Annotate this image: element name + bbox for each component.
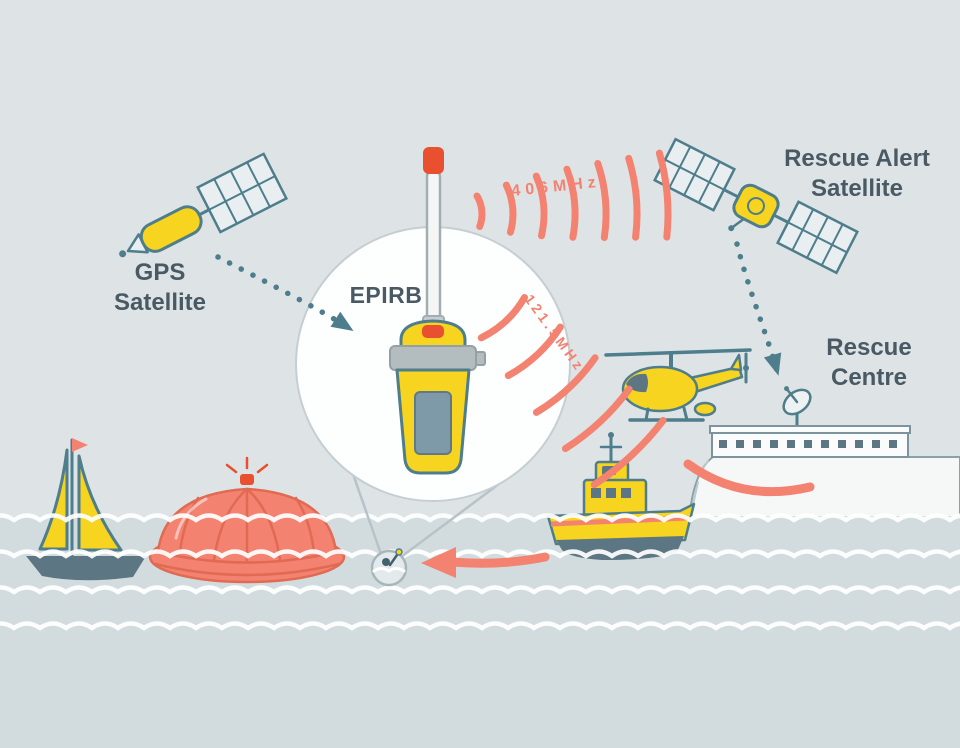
cabin-window	[621, 488, 631, 498]
gps-signal-arrow	[215, 254, 355, 333]
rescue-alert-satellite-label: Rescue Alert Satellite	[784, 145, 930, 202]
satellite-dish-icon	[782, 386, 812, 416]
sea-wave-line	[0, 621, 960, 631]
gps-satellite-icon	[119, 152, 289, 258]
rescue-centre-label-line1: Rescue	[826, 334, 911, 361]
mainsail	[38, 448, 69, 551]
radio-wave-arc	[532, 354, 599, 416]
panel-strut	[772, 213, 789, 224]
panel-strut	[722, 188, 739, 198]
cabin-window	[606, 488, 616, 498]
device-collar	[389, 345, 477, 371]
raft-tube-seam	[153, 562, 341, 577]
radio-wave-arc	[473, 192, 486, 230]
callout-pointer	[351, 473, 512, 559]
handheld-epirb	[395, 548, 403, 556]
solar-panel	[775, 200, 860, 275]
radio-wave-arc	[655, 149, 672, 241]
radio-wave-arc	[594, 160, 610, 241]
body-ring	[747, 197, 765, 215]
radio-waves-406	[473, 149, 672, 241]
radio-wave-arc	[563, 165, 579, 241]
rescue-alert-satellite-icon	[652, 137, 860, 275]
helicopter-icon	[604, 348, 752, 422]
rescue-arrow-shaft	[447, 552, 550, 568]
rescue-arrow-head	[421, 547, 456, 578]
sailboat-icon	[26, 438, 146, 581]
person-in-water-icon	[370, 548, 408, 587]
gps-label-line2: Satellite	[114, 289, 206, 316]
cabin-window	[591, 488, 601, 498]
dish-feed-arm	[785, 387, 799, 404]
radio-wave-arc	[502, 181, 517, 236]
skid-strut	[644, 407, 650, 422]
sea-wave-line	[0, 513, 960, 523]
beacon-sparkle	[225, 456, 269, 474]
radio-wave-arc	[625, 154, 641, 241]
antenna-tip	[423, 147, 444, 174]
sea-waves	[0, 513, 960, 631]
tail-rotor-hub	[743, 365, 749, 371]
rescue-sat-label-line1: Rescue Alert	[784, 145, 930, 172]
person-arm	[388, 553, 399, 567]
activation-button	[422, 325, 444, 338]
solar-panel	[196, 152, 289, 234]
antenna	[425, 168, 442, 324]
radio-wave-arc	[561, 385, 633, 453]
gps-satellite-label: GPS Satellite	[114, 259, 206, 316]
building-windows	[719, 440, 897, 448]
person-marker-circle	[370, 549, 408, 587]
float	[693, 401, 717, 417]
epirb-callout: EPIRB	[295, 147, 571, 502]
rescue-centre-label: Rescue Centre	[826, 334, 911, 391]
radio-wave-arc	[532, 172, 548, 240]
collar-clip	[475, 351, 486, 366]
rescue-arrow-icon	[421, 547, 550, 578]
alert-signal-arrow	[734, 241, 782, 377]
signal-horn	[731, 217, 746, 229]
horn-tip	[728, 225, 735, 232]
sailboat-hull	[26, 556, 146, 581]
raft-beacon-light	[240, 474, 254, 485]
gps-label-line1: GPS	[135, 259, 186, 286]
skid-strut	[682, 406, 689, 422]
radio-wave-arc	[477, 294, 528, 342]
sea	[0, 516, 960, 748]
pennant-flag	[72, 438, 88, 452]
epirb-device-icon	[389, 147, 486, 475]
rescue-centre-label-line2: Centre	[831, 364, 907, 391]
radio-waves-121-5	[477, 294, 667, 489]
jib-sail	[77, 454, 123, 552]
person-head	[382, 558, 390, 566]
main-rotor	[604, 348, 752, 357]
panel-strut	[197, 208, 211, 217]
radio-wave-arc	[504, 323, 564, 380]
rescue-route-arc	[683, 459, 815, 497]
building-parapet	[709, 425, 911, 434]
tail-fin	[729, 353, 743, 372]
sea-wave-line	[0, 549, 960, 559]
marker-wave	[372, 567, 406, 573]
dish-feed-tip	[784, 386, 790, 392]
sea-wave-line	[0, 585, 960, 595]
antenna-feed-dot	[119, 250, 127, 258]
radio-wave-arc	[590, 417, 667, 489]
epirb-label: EPIRB	[350, 282, 423, 308]
device-screen	[414, 391, 452, 455]
rescue-sat-label-line2: Satellite	[811, 175, 903, 202]
mast-light	[608, 432, 614, 438]
rescue-centre-building-icon	[709, 386, 911, 458]
